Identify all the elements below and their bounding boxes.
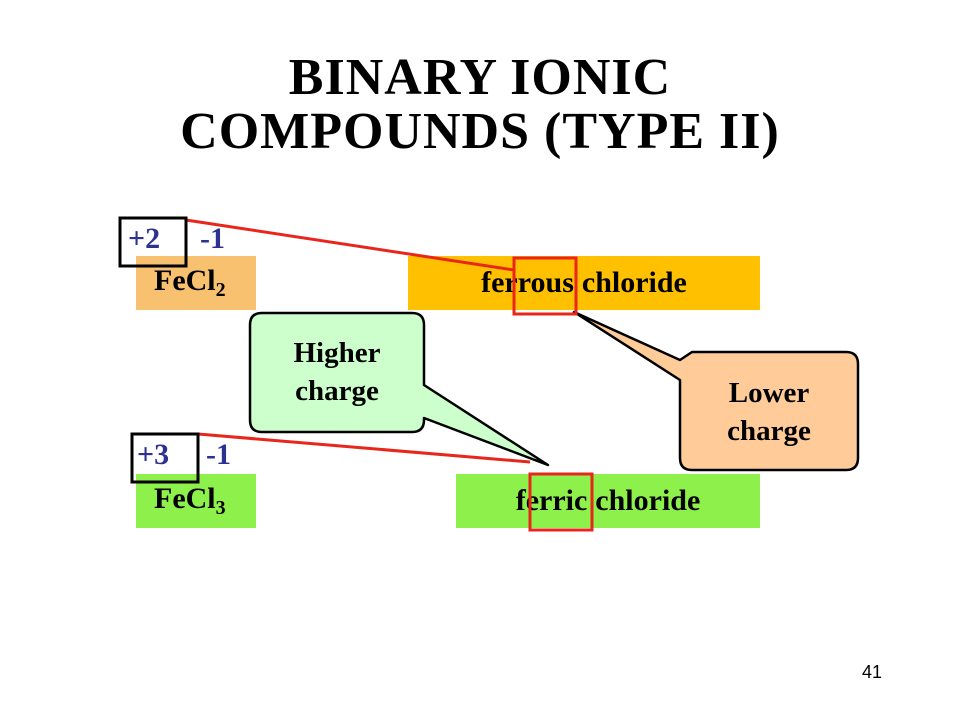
name-suffix-chloride: chloride bbox=[595, 484, 701, 517]
formula-fecl3: FeCl3 bbox=[154, 482, 226, 519]
slide-title-line2: COMPOUNDS (TYPE II) bbox=[180, 103, 780, 160]
cation-charge-box-row2 bbox=[130, 432, 200, 484]
name-band-ferric-chloride: ferric chloride bbox=[456, 474, 760, 528]
connector-line-row1 bbox=[185, 218, 515, 272]
page-number: 41 bbox=[861, 662, 882, 682]
name-suffix-chloride: chloride bbox=[581, 266, 687, 299]
ending-highlight-box-ferric bbox=[528, 472, 594, 532]
cation-charge-box-row1 bbox=[118, 216, 188, 268]
lower-charge-callout-shape bbox=[572, 310, 860, 472]
anion-charge-row2: -1 bbox=[206, 438, 231, 471]
name-prefix-ferrous: ferrous bbox=[481, 266, 574, 299]
name-prefix-ferric: ferric bbox=[515, 484, 588, 517]
slide-title-line1: BINARY IONIC bbox=[288, 49, 672, 106]
lower-charge-callout-text: Lower charge bbox=[727, 377, 811, 447]
ending-highlight-box-ferrous bbox=[512, 256, 578, 316]
cation-charge-row1: +2 bbox=[128, 222, 161, 255]
anion-charge-row1: -1 bbox=[200, 222, 225, 255]
higher-charge-callout-shape bbox=[248, 311, 550, 467]
cation-charge-row2: +3 bbox=[137, 438, 170, 471]
higher-charge-callout-text: Higher charge bbox=[293, 337, 381, 407]
name-band-ferrous-chloride: ferrous chloride bbox=[408, 256, 760, 310]
connector-line-row2 bbox=[197, 432, 531, 464]
formula-fecl2: FeCl2 bbox=[154, 264, 226, 301]
